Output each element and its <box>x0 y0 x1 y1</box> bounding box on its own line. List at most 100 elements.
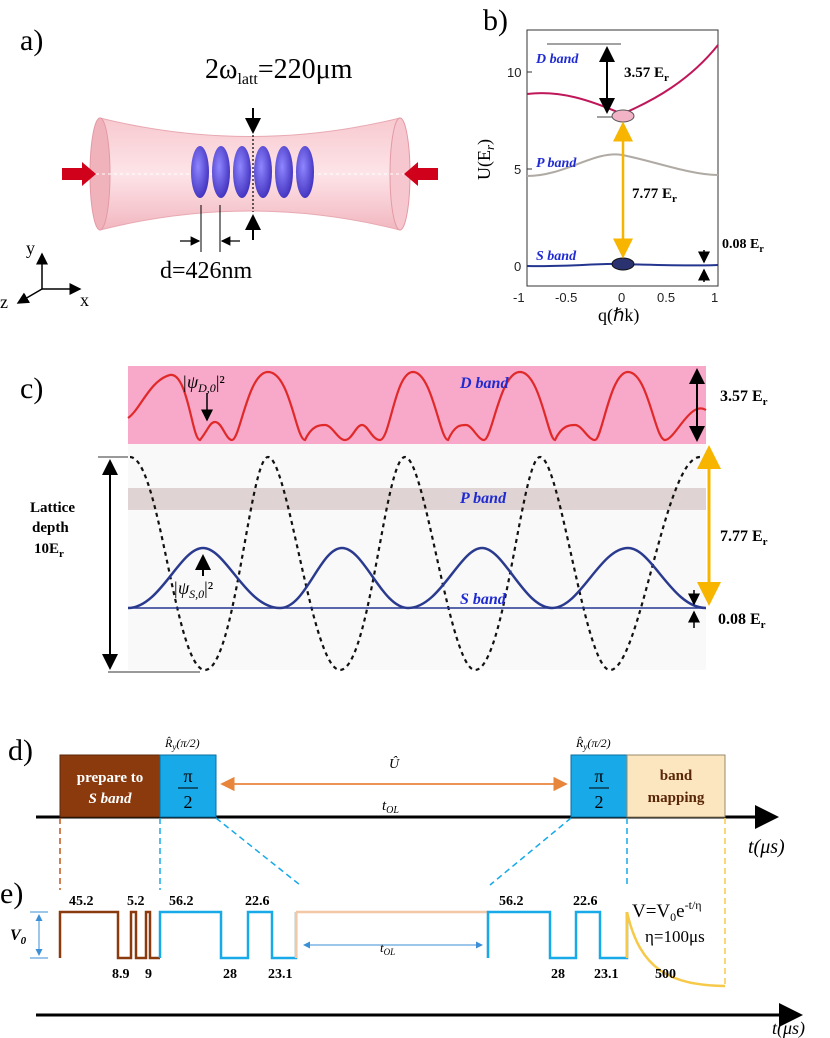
evolution-label: Û <box>389 755 400 772</box>
prepare-s-band-block <box>59 754 161 818</box>
waist-label: 2ωlatt=220μm <box>205 54 353 88</box>
b-s-band-label: S band <box>536 249 577 264</box>
dur-prep-pulse: 5.2 <box>127 894 145 909</box>
panel-e: e) t(μs) V0 tOL 45.2 5.2 56.2 22.6 56.2 … <box>0 877 805 1038</box>
panel-b: b) 0 5 10 -1 -0.5 0 0.5 1 U(Er) q(ℏk) D … <box>474 4 764 326</box>
proj-pulse2-start <box>489 817 572 886</box>
pulse2-bottom: 2 <box>595 792 604 812</box>
axis-z-arrow <box>16 288 43 304</box>
c-gap-sp-label: 7.77 Er <box>720 528 768 548</box>
panel-a-label: a) <box>20 24 43 57</box>
mapping-line-2: mapping <box>648 790 705 806</box>
prepare-line-2: S band <box>89 791 132 807</box>
panel-c-label: c) <box>20 372 43 405</box>
pi-half-pulse-2 <box>570 754 628 818</box>
panel-c: c) D band P band S band |ψD,0|² |ψS,0|² … <box>20 366 768 673</box>
prep-waveform <box>58 910 160 960</box>
xtick-neg1: -1 <box>513 290 525 305</box>
axis-z-label: z <box>0 292 8 312</box>
c-gap-d-label: 3.57 Er <box>720 388 768 408</box>
s-band-wavefunction <box>127 546 707 610</box>
lattice-site <box>191 146 209 198</box>
axis-x-label: x <box>80 290 89 310</box>
decay-formula: V=V0e-t/η <box>632 898 702 924</box>
d-state-marker <box>611 109 635 123</box>
xtick-neg05: -0.5 <box>555 290 577 305</box>
depth-label-3: 10Er <box>34 541 64 560</box>
ytick-0: 0 <box>514 259 521 274</box>
ytick-10: 10 <box>507 65 521 80</box>
pulse-waveform-2 <box>486 910 629 960</box>
lattice-site <box>254 146 272 198</box>
dur-pulse-c: 56.2 <box>499 894 524 909</box>
ytick-5: 5 <box>514 162 521 177</box>
lattice-potential-curve <box>129 455 701 672</box>
band-xlabel: q(ℏk) <box>598 305 639 326</box>
b-gap-sp-label: 7.77 Er <box>632 186 677 205</box>
depth-label-1: Lattice <box>30 500 75 516</box>
pulse1-bottom: 2 <box>184 792 193 812</box>
xtick-0: 0 <box>618 290 625 305</box>
b-d-band-label: D band <box>535 52 579 67</box>
panel-b-label: b) <box>483 4 508 37</box>
p-band-region <box>128 488 706 510</box>
psi-s-label: |ψS,0|² <box>173 578 213 601</box>
mapping-duration: 500 <box>655 967 676 982</box>
gap-d: 23.1 <box>594 967 619 982</box>
b-p-band-label: P band <box>536 156 577 171</box>
panel-d: d) prepare to S band π 2 R̂y(π/2) π 2 R̂… <box>8 734 785 985</box>
dur-pulse-d: 22.6 <box>573 894 598 909</box>
c-width-s-label: 0.08 Er <box>718 611 766 631</box>
lattice-site <box>233 146 251 198</box>
pulse1-top: π <box>183 766 192 786</box>
pi-half-pulse-1 <box>159 754 217 818</box>
c-d-band-label: D band <box>459 375 509 392</box>
gap-prep-1: 8.9 <box>112 967 130 982</box>
lattice-site <box>212 146 230 198</box>
proj-pulse1-end <box>215 817 301 886</box>
gap-b: 23.1 <box>268 967 293 982</box>
b-width-s-label: 0.08 Er <box>722 237 764 255</box>
dur-prep: 45.2 <box>69 894 94 909</box>
spacing-label: d=426nm <box>160 258 253 284</box>
lattice-site <box>275 146 293 198</box>
beam-arrow-left <box>62 162 96 186</box>
decay-waveform <box>625 911 726 988</box>
beam-arrow-right <box>404 162 438 186</box>
psi-d-label: |ψD,0|² <box>182 372 225 395</box>
band-ylabel: U(Er) <box>474 139 497 180</box>
lattice-background <box>128 444 706 670</box>
v0-label: V0 <box>10 927 27 947</box>
e-tol-label: tOL <box>380 940 395 957</box>
d-time-axis-label: t(μs) <box>748 836 785 858</box>
b-gap-d-label: 3.57 Er <box>624 65 669 84</box>
mapping-line-1: band <box>660 768 693 784</box>
lattice-site <box>296 146 314 198</box>
d-band-wavefunction <box>127 370 707 442</box>
s-state-marker <box>611 257 635 271</box>
pulse-waveform-1 <box>158 910 298 960</box>
rotation-label-2: R̂y(π/2) <box>575 736 611 752</box>
decay-eta: η=100μs <box>645 927 705 946</box>
dur-pulse-b: 22.6 <box>245 894 270 909</box>
xtick-05: 0.5 <box>657 290 675 305</box>
c-s-band-label: S band <box>460 591 507 608</box>
xtick-1: 1 <box>711 290 718 305</box>
depth-label-2: depth <box>32 520 69 536</box>
rotation-label-1: R̂y(π/2) <box>164 736 200 752</box>
dur-pulse-a: 56.2 <box>169 894 194 909</box>
gap-a: 28 <box>223 967 237 982</box>
panel-e-label: e) <box>0 877 23 910</box>
e-time-axis-label: t(μs) <box>772 1018 805 1038</box>
gap-c: 28 <box>551 967 565 982</box>
c-p-band-label: P band <box>459 490 507 507</box>
prepare-line-1: prepare to <box>77 770 144 786</box>
pulse2-top: π <box>594 766 603 786</box>
panel-a: a) 2ωlatt=220μm d=426nm x y z <box>0 24 438 312</box>
band-mapping-block <box>626 754 726 818</box>
gap-prep-2: 9 <box>145 967 152 982</box>
axis-y-label: y <box>26 238 35 258</box>
panel-d-label: d) <box>8 734 33 767</box>
d-tol-label: tOL <box>382 798 399 816</box>
